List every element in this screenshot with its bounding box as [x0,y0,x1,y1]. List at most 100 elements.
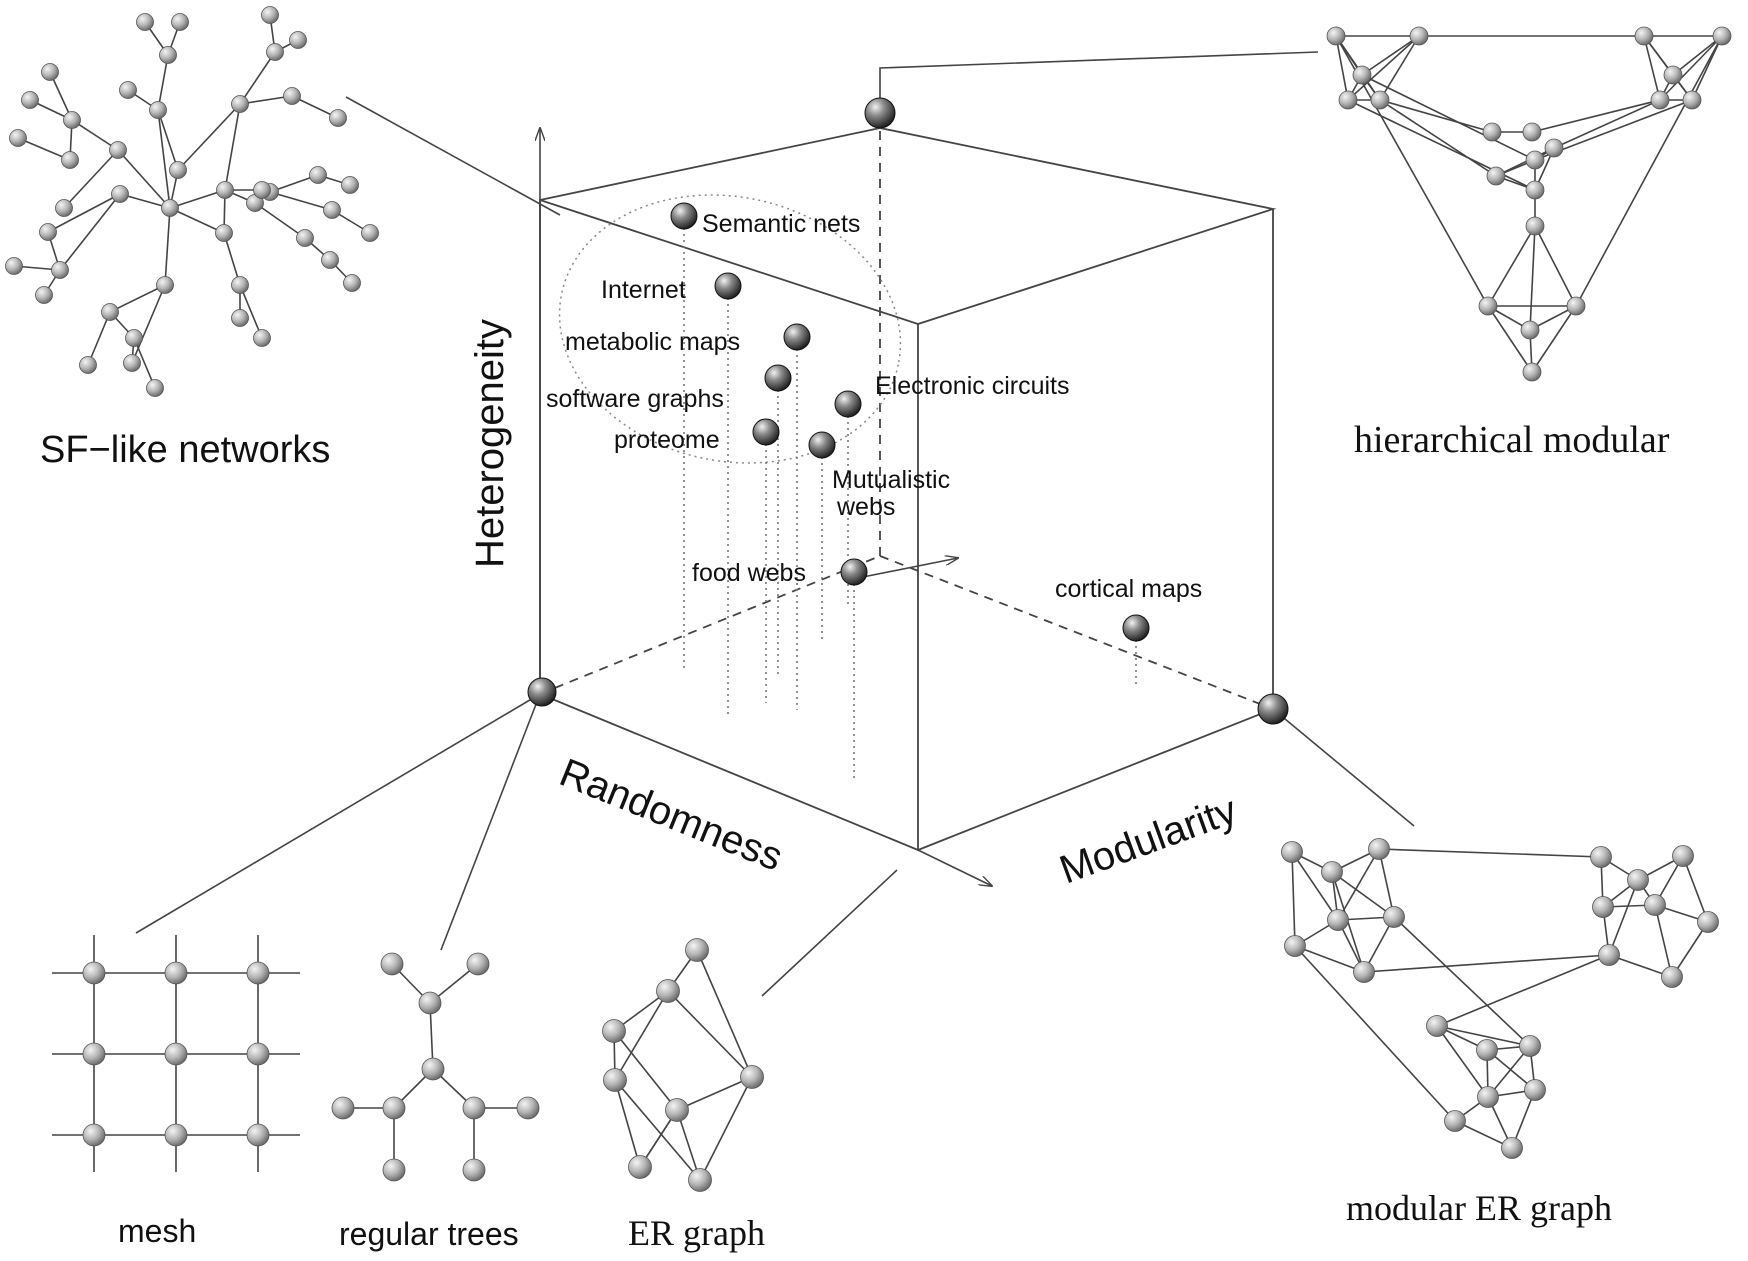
graph-node [1477,1086,1499,1108]
graph-edge [1643,35,1661,101]
graph-node [1522,362,1542,382]
graph-node [146,379,164,397]
graph-node [61,151,79,169]
graph-node [323,201,341,219]
graph-node [231,95,249,113]
graph-edge [1337,848,1380,921]
graph-edge [1682,855,1709,923]
graph-node [1712,26,1732,46]
graph-edge [1487,225,1536,307]
graph-node [1650,90,1670,110]
graph-node [125,329,143,347]
graph-node [1482,122,1502,142]
graph-edge [1487,1045,1531,1098]
graph-edge [47,193,121,233]
graph-node [418,991,442,1015]
graph-node [1426,1015,1448,1037]
graph-edge [1436,1025,1531,1047]
graph-node [149,101,167,119]
graph-edge [1331,871,1395,918]
graph-edge [269,191,333,211]
graph-node [1598,944,1620,966]
modular-er-graph [1281,838,1719,1159]
graph-edge [1534,225,1577,307]
graph-node [1409,26,1429,46]
modular-er-corner-sphere [1257,693,1289,725]
graph-edge [169,207,225,234]
graph-node [1522,122,1542,142]
graph-node [1644,894,1666,916]
graph-edge [1531,99,1661,133]
graph-edge [614,1079,641,1168]
network-label-cortical: cortical maps [1055,575,1202,603]
graph-node [161,199,179,217]
graph-node [5,257,23,275]
graph-node [462,1096,486,1120]
graph-edge [254,202,306,239]
graph-node [79,356,97,374]
graph-node [55,199,73,217]
graph-node [1519,1035,1541,1057]
graph-edge [1378,848,1602,858]
graph-node [1353,961,1375,983]
graph-node [253,181,271,199]
sf-like-network-graph [5,6,379,397]
graph-edge [1361,74,1536,161]
graph-edge [59,193,121,271]
er-graph [602,938,764,1192]
graph-edge [1529,225,1536,331]
graph-node [169,161,187,179]
network-label-mutualistic2: webs [836,493,895,521]
projection-lines [683,216,1137,780]
graph-edge [157,54,169,111]
graph-edge [614,1079,701,1181]
modular-er-graph-caption: modular ER graph [1346,1188,1612,1228]
heterogeneity-axis-label: Heterogeneity [468,319,512,568]
inset-connectors [135,51,1415,997]
graph-edge [17,137,71,161]
graph-edge [1436,1025,1489,1098]
network-sphere-food [840,558,868,586]
graph-edge [71,119,119,151]
network-sphere-metabolic [783,323,811,351]
graph-node [51,261,69,279]
graph-edge [1608,879,1639,956]
graph-edge [1393,916,1531,1047]
graph-node [1544,138,1564,158]
network-label-proteome: proteome [614,426,720,454]
graph-node [380,952,404,976]
network-label-mutualistic: Mutualistic [832,466,950,494]
sf-like-networks-caption: SF−like networks [40,429,330,471]
graph-node [215,224,233,242]
graph-node [101,303,119,321]
graph-node [246,961,270,985]
graph-edge [699,1076,753,1181]
graph-node [246,1042,270,1066]
graph-edge [613,1030,678,1111]
graph-node [1520,320,1540,340]
graph-node [21,91,39,109]
random-corner-sphere [527,677,557,707]
network-label-internet: Internet [601,276,686,304]
regular-tree-graph [331,952,540,1182]
graph-node [343,274,361,292]
graph-edge [614,990,669,1081]
graph-node [216,181,234,199]
graph-edge [676,1109,701,1181]
graph-node [1486,166,1506,186]
graph-node [516,1096,540,1120]
graph-edge [1379,99,1497,177]
graph-node [289,31,307,49]
graph-node [1661,966,1683,988]
graph-edge [1379,99,1493,133]
graph-node [462,1158,486,1182]
graph-edge [1291,851,1296,947]
graph-edge [1378,848,1395,918]
graph-edge [157,109,171,209]
graph-node [164,961,188,985]
graph-edge [157,109,179,171]
network-sphere-mutualistic [808,431,836,459]
cluster-ellipse [558,194,902,464]
graph-edge [1294,945,1456,1122]
graph-edge [1487,305,1533,373]
